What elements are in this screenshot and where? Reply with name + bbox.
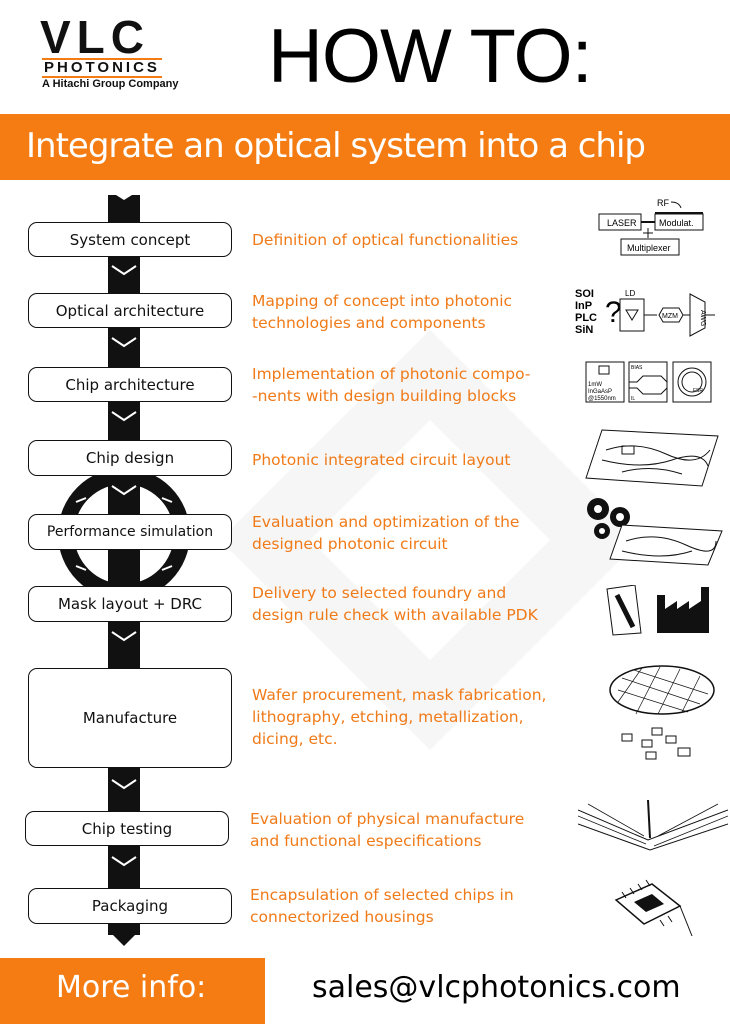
chevron-down-icon (111, 856, 137, 867)
page-title: HOW TO: (268, 14, 593, 99)
svg-text:AWG: AWG (699, 310, 706, 326)
svg-text:LASER: LASER (607, 218, 637, 228)
step-box: Optical architecture (28, 293, 232, 328)
description-line: Encapsulation of selected chips in (250, 886, 514, 904)
step-description: Wafer procurement, mask fabrication, lith… (252, 684, 546, 750)
packaged-chip-icon (614, 879, 693, 937)
chevron-down-icon (111, 631, 137, 642)
svg-text:SOI: SOI (575, 288, 594, 300)
svg-text:IL: IL (631, 396, 635, 402)
description-line: Mapping of concept into photonic (252, 292, 513, 310)
step-box: Performance simulation (28, 514, 232, 550)
svg-text:1mW: 1mW (588, 382, 602, 388)
wafer-dies-icon (609, 665, 715, 760)
step-description: Implementation of photonic compo- -nents … (252, 363, 530, 407)
description-line: and functional especifications (250, 832, 482, 850)
description-line: designed photonic circuit (252, 535, 448, 553)
footer-more-info: More info: (0, 958, 265, 1024)
banner-title: Integrate an optical system into a chip (26, 126, 646, 166)
svg-text:Multiplexer: Multiplexer (627, 243, 671, 253)
svg-text:RF: RF (657, 198, 669, 208)
description-line: Evaluation and optimization of the (252, 513, 520, 531)
svg-text:Modulat.: Modulat. (659, 218, 694, 228)
svg-text:MZM: MZM (662, 313, 678, 320)
system-block-icon: RF LASER Modulat. Multiplexer (598, 198, 704, 256)
footer-label: More info: (56, 970, 207, 1005)
description-line: dicing, etc. (252, 730, 338, 748)
tools-factory-icon (606, 585, 709, 636)
logo-vlc: VLC (40, 11, 150, 63)
svg-text:InGaAsP: InGaAsP (588, 389, 612, 395)
step-description: Definition of optical functionalities (252, 229, 518, 251)
step-description: Evaluation of physical manufacture and fu… (250, 808, 524, 852)
step-box: Manufacture (28, 668, 232, 768)
description-line: -nents with design building blocks (252, 387, 517, 405)
svg-text:FSR: FSR (693, 388, 703, 394)
svg-text:BIAS: BIAS (631, 365, 643, 371)
description-line: Delivery to selected foundry and (252, 584, 507, 602)
svg-text:LD: LD (625, 289, 635, 298)
simulation-gears-icon (587, 498, 723, 566)
step-box: System concept (28, 222, 232, 257)
svg-text:@1550nm: @1550nm (588, 396, 616, 402)
optical-architecture-icon: SOI InP PLC SiN ? LD MZM AWG (575, 288, 715, 337)
description-line: design rule check with available PDK (252, 606, 538, 624)
step-box: Chip design (28, 440, 232, 476)
chip-testing-probes-icon (578, 800, 728, 851)
description-line: Evaluation of physical manufacture (250, 810, 525, 828)
chevron-down-icon (111, 411, 137, 422)
chip-layout-icon (585, 429, 719, 487)
description-line: technologies and components (252, 314, 486, 332)
step-description: Photonic integrated circuit layout (252, 449, 511, 471)
logo-photonics: PHOTONICS (42, 58, 162, 78)
step-description: Encapsulation of selected chips in connec… (250, 884, 514, 928)
step-description: Evaluation and optimization of the design… (252, 511, 519, 555)
step-description: Delivery to selected foundry and design r… (252, 582, 538, 626)
step-box: Chip testing (25, 811, 229, 846)
step-box: Packaging (28, 888, 232, 924)
description-line: Wafer procurement, mask fabrication, (252, 686, 547, 704)
description-line: Definition of optical functionalities (252, 231, 519, 249)
step-description: Mapping of concept into photonic technolo… (252, 290, 512, 334)
description-line: Photonic integrated circuit layout (252, 451, 511, 469)
description-line: Implementation of photonic compo- (252, 365, 531, 383)
chevron-down-icon (111, 265, 137, 276)
banner: Integrate an optical system into a chip (0, 114, 730, 180)
step-box: Chip architecture (28, 367, 232, 402)
building-blocks-icon: 1mW InGaAsP @1550nm BIAS IL FSR (585, 361, 712, 403)
step-box: Mask layout + DRC (28, 586, 232, 622)
svg-text:?: ? (605, 296, 622, 329)
chevron-down-icon (111, 337, 137, 348)
chevron-down-icon (111, 485, 137, 496)
watermark-shape (220, 330, 640, 750)
description-line: lithography, etching, metallization, (252, 708, 524, 726)
svg-text:SiN: SiN (575, 324, 593, 336)
contact-email[interactable]: sales@vlcphotonics.com (312, 970, 681, 1005)
chevron-down-icon (111, 779, 137, 790)
description-line: connectorized housings (250, 908, 434, 926)
logo-tagline: A Hitachi Group Company (42, 78, 179, 90)
svg-text:PLC: PLC (575, 312, 597, 324)
spine-arrow-tip (108, 930, 140, 946)
svg-text:InP: InP (575, 300, 592, 312)
spine-top-notch (108, 190, 140, 200)
